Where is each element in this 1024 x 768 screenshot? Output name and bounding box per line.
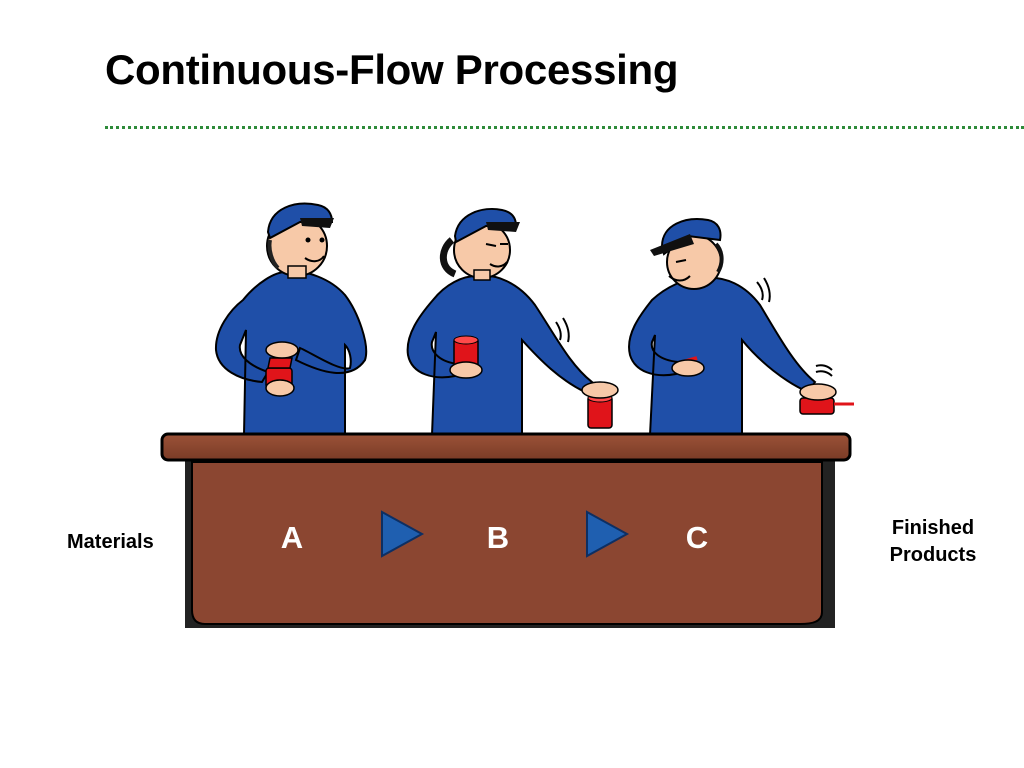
red-can-icon [799, 397, 854, 415]
materials-label: Materials [67, 531, 154, 553]
red-can-icon [587, 393, 613, 429]
worker-b-figure [406, 208, 619, 436]
title-divider [105, 126, 1024, 129]
page-title: Continuous-Flow Processing [105, 46, 679, 93]
station-b-label: B [486, 520, 510, 555]
flow-arrow-icon [381, 510, 425, 558]
flow-arrow-icon [586, 510, 630, 558]
finished-products-label: Finished Products [876, 515, 990, 569]
workbench-table [160, 432, 852, 628]
station-a-label: A [280, 520, 304, 555]
finished-line-2: Products [889, 544, 977, 566]
station-c-label: C [685, 520, 709, 555]
worker-a-figure [214, 202, 368, 436]
finished-line-1: Finished [891, 517, 975, 539]
worker-c-figure [628, 218, 854, 436]
